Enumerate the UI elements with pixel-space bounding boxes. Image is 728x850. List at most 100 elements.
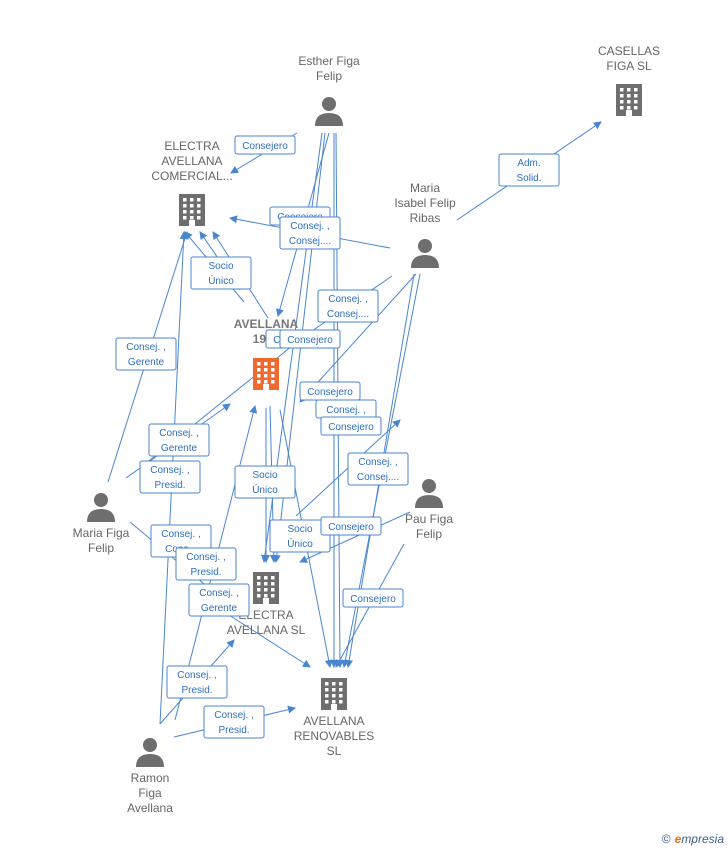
building-icon <box>616 84 642 116</box>
person-icon <box>315 97 343 126</box>
edge-label-text: Único <box>287 537 313 550</box>
edge-label-text: Adm. <box>517 158 540 169</box>
building-icon <box>321 678 347 710</box>
edge-label-text: Presid. <box>218 725 249 736</box>
node-label-line: Felip <box>316 69 342 83</box>
relationship-edge <box>299 273 417 403</box>
building-icon <box>253 572 279 604</box>
edge-label-box <box>279 216 341 250</box>
edge-label-text: Consej.... <box>289 236 331 247</box>
node-label-line: Avellana <box>127 801 173 815</box>
edge-label[interactable]: Consej. ,Gerente <box>148 423 210 457</box>
edge-label-text: Solid. <box>516 173 541 184</box>
building-icon <box>179 194 205 226</box>
node-electra-comercial[interactable]: ELECTRAAVELLANACOMERCIAL... <box>151 139 233 226</box>
edge-label[interactable]: Consej. , Consej.... <box>317 289 379 323</box>
edge-label-text: Consej. , <box>126 342 165 353</box>
edge-label[interactable]: Consej. , Presid. <box>139 460 201 494</box>
edge-label-text: Gerente <box>201 603 238 614</box>
edge-label-box <box>115 337 177 371</box>
edge-label-box <box>269 519 331 553</box>
edge-label-text: Socio <box>252 470 277 481</box>
node-label-line: Maria Figa <box>73 526 130 540</box>
edge-label[interactable]: Consej. , <box>315 399 377 419</box>
edge-label-text: Consej. , <box>199 588 238 599</box>
edge-label-text: Consej.... <box>327 309 369 320</box>
edge-label[interactable]: Consejero <box>279 329 341 349</box>
relationship-edge <box>299 511 411 563</box>
edge-label[interactable]: Consej. ,Presid. <box>203 705 265 739</box>
edge-label[interactable]: Consejero <box>342 588 404 608</box>
edge-label-text: Consejero <box>350 594 396 605</box>
node-label-line: COMERCIAL... <box>151 169 232 183</box>
edge-label[interactable]: Consejero <box>234 135 296 155</box>
edge-label-box <box>347 452 409 486</box>
edge-label[interactable]: Consej. , Gerente <box>188 583 250 617</box>
edge-label-box <box>139 460 201 494</box>
edge-label[interactable]: Consejero <box>299 381 361 401</box>
edge-label-text: Presid. <box>181 685 212 696</box>
node-label-line: Felip <box>416 527 442 541</box>
edge-label-text: Consej. , <box>328 294 367 305</box>
edge-label[interactable]: Consejero <box>320 516 382 536</box>
person-icon <box>411 239 439 268</box>
brand-initial: e <box>674 832 682 846</box>
edge-label-text: Presid. <box>154 480 185 491</box>
node-label-line: AVELLANA <box>234 317 299 331</box>
edge-label[interactable]: Adm. Solid. <box>498 153 560 187</box>
edge-label[interactable]: Consej. ,Presid. <box>175 547 237 581</box>
brand-name: mpresia <box>681 832 724 846</box>
edge-label-box <box>234 135 296 155</box>
edge-label-box <box>188 583 250 617</box>
edge-label[interactable]: Consej. , Consej.... <box>279 216 341 250</box>
edge-label-text: Consej. , <box>290 221 329 232</box>
node-label-line: ELECTRA <box>164 139 219 153</box>
edge-label-text: Consej. , <box>358 457 397 468</box>
edge-label-box <box>166 665 228 699</box>
node-label-line: AVELLANA <box>303 714 364 728</box>
edge-label-text: Consejero <box>242 141 288 152</box>
edge-label-box <box>190 256 252 290</box>
edge-label[interactable]: Consej. ,Presid. <box>166 665 228 699</box>
edge-label-text: Consej. , <box>150 465 189 476</box>
edge-label[interactable]: Consej. , Consej.... <box>347 452 409 486</box>
person-icon <box>87 493 115 522</box>
node-label-line: CASELLAS <box>598 44 660 58</box>
edge-label-text: Socio <box>208 261 233 272</box>
node-label-line: Ramon <box>131 771 170 785</box>
node-label-line: Isabel Felip <box>394 196 456 210</box>
node-label-line: Maria <box>410 181 440 195</box>
edge-label-text: Consejero <box>328 422 374 433</box>
edge-label-box <box>320 416 382 436</box>
edge-label-text: Consejero <box>287 335 333 346</box>
edge-label-text: Único <box>208 274 234 287</box>
edge-label[interactable]: Consejero <box>320 416 382 436</box>
edge-label[interactable]: Consej. , Gerente <box>115 337 177 371</box>
copyright-symbol: © <box>661 832 671 846</box>
edge-label-text: Consej. , <box>161 529 200 540</box>
footer-brand[interactable]: ©empresia <box>662 832 724 846</box>
person-icon <box>136 738 164 767</box>
edge-label-text: Gerente <box>128 357 165 368</box>
edge-label-box <box>320 516 382 536</box>
edge-label-box <box>234 465 296 499</box>
person-icon <box>415 479 443 508</box>
edge-label-text: Consej.... <box>357 472 399 483</box>
node-label-line: AVELLANA SL <box>227 623 306 637</box>
edge-label-text: Socio <box>287 524 312 535</box>
node-label-line: AVELLANA <box>161 154 222 168</box>
